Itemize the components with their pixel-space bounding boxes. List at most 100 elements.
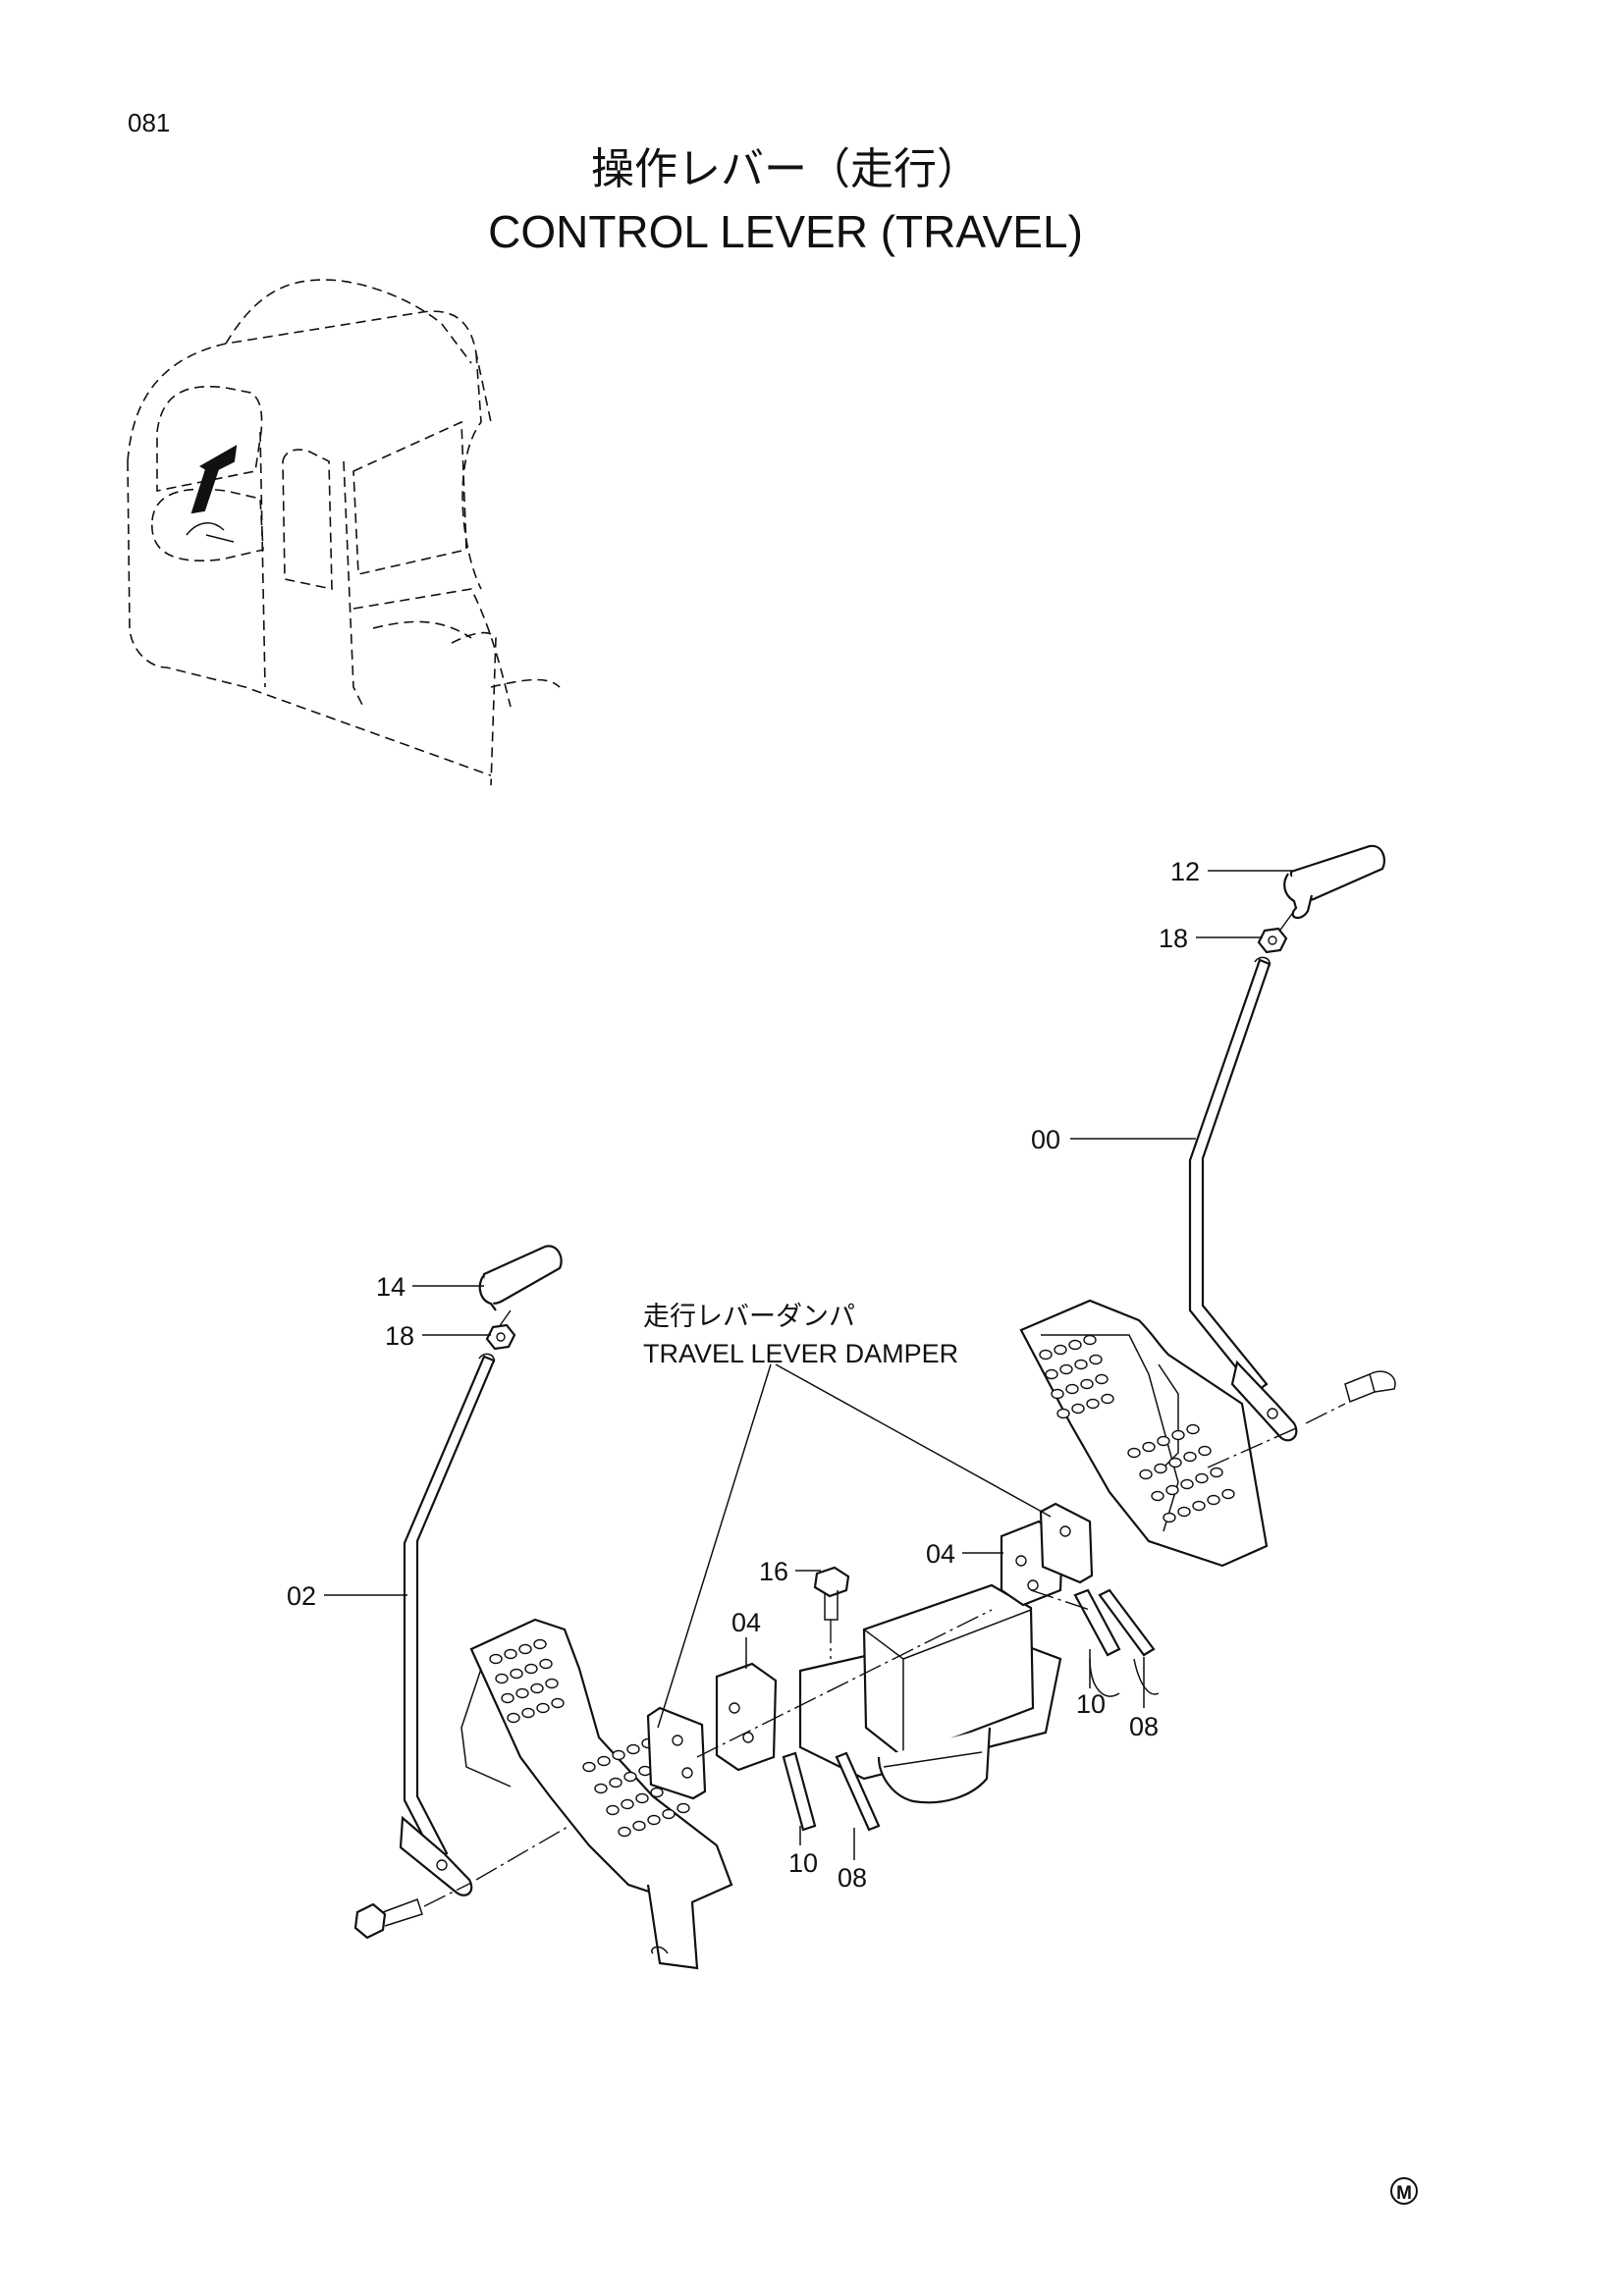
callout-16: 16: [759, 1557, 788, 1586]
pedal-hole: [676, 1802, 690, 1814]
pedal-hole: [530, 1682, 544, 1694]
right-knob: [1283, 844, 1386, 920]
damper-note-japanese: 走行レバーダンパ: [643, 1302, 855, 1332]
pedal-hole: [539, 1658, 553, 1670]
pedal-hole: [1039, 1349, 1053, 1361]
pedal-hole: [1065, 1383, 1079, 1395]
callout-08-right: 08: [1129, 1712, 1159, 1741]
pedal-hole: [1074, 1359, 1088, 1370]
damper-note-english: TRAVEL LEVER DAMPER: [643, 1339, 958, 1368]
pedal-hole: [501, 1692, 514, 1704]
pedal-hole: [650, 1787, 664, 1798]
pedal-hole: [623, 1771, 637, 1783]
callout-02: 02: [287, 1581, 316, 1611]
pedal-hole: [533, 1638, 547, 1650]
pedal-hole: [1045, 1368, 1058, 1380]
cab-locator-illustration: [127, 279, 561, 786]
pedal-hole: [597, 1755, 611, 1767]
travel-damper-assembly: [696, 1502, 1160, 1832]
pedal-hole: [606, 1804, 620, 1816]
leader-lines: [324, 870, 1294, 1860]
pedal-hole: [1221, 1488, 1235, 1500]
pedal-hole: [1059, 1363, 1073, 1375]
pedal-hole: [1180, 1478, 1194, 1490]
pedal-hole: [1177, 1506, 1191, 1518]
pedal-hole: [594, 1783, 608, 1794]
pedal-hole: [536, 1702, 550, 1714]
pedal-hole: [1142, 1441, 1156, 1453]
pedal-hole: [1198, 1445, 1212, 1457]
callout-00: 00: [1031, 1125, 1060, 1154]
pedal-hole: [1163, 1512, 1176, 1523]
right-lever-rod: [1188, 956, 1298, 1442]
left-pedal-holes: [489, 1638, 690, 1838]
pedal-hole: [1157, 1435, 1170, 1447]
right-bolt: [1344, 1370, 1396, 1404]
mark-letter: M: [1396, 2183, 1412, 2204]
pedal-hole: [1127, 1447, 1141, 1459]
pedal-hole: [1054, 1344, 1067, 1356]
callout-04-right: 04: [926, 1539, 955, 1569]
pedal-hole: [1154, 1463, 1167, 1474]
pedal-hole: [1068, 1339, 1082, 1351]
pedal-hole: [1210, 1467, 1223, 1478]
pedal-hole: [632, 1820, 646, 1832]
title-japanese: 操作レバー（走行）: [591, 144, 980, 194]
pedal-hole: [495, 1673, 509, 1684]
pedal-hole: [1080, 1378, 1094, 1390]
pedal-hole: [1086, 1398, 1100, 1410]
pedal-hole: [1056, 1408, 1070, 1419]
pedal-hole: [504, 1648, 517, 1660]
callout-04-left: 04: [731, 1608, 761, 1637]
right-lever-assembly: [1019, 844, 1396, 1568]
left-damper-block: [715, 1662, 778, 1772]
left-damper-bracket: [646, 1706, 707, 1800]
pedal-hole: [515, 1687, 529, 1699]
pedal-hole: [1095, 1373, 1109, 1385]
right-nut: [1257, 927, 1288, 954]
pedal-hole: [545, 1678, 559, 1689]
title-english: CONTROL LEVER (TRAVEL): [488, 206, 1083, 257]
callout-18-left: 18: [385, 1321, 414, 1351]
pedal-hole: [518, 1643, 532, 1655]
pedal-hole: [1168, 1457, 1182, 1468]
callout-labels: 12 18 00 14 18 02 16 04 04 10 08 10 08: [287, 857, 1200, 1893]
pedal-hole: [582, 1761, 596, 1773]
pedal-hole: [1071, 1403, 1085, 1415]
callout-10-left: 10: [788, 1848, 818, 1878]
pedal-hole: [612, 1749, 625, 1761]
pedal-hole: [1089, 1354, 1103, 1365]
manufacturer-mark: M: [1390, 2177, 1418, 2205]
pedal-hole: [1151, 1490, 1164, 1502]
left-knob: [478, 1245, 563, 1311]
pedal-hole: [1192, 1500, 1206, 1512]
pedal-hole: [1139, 1468, 1153, 1480]
callout-14: 14: [376, 1272, 406, 1302]
pedal-hole: [1195, 1472, 1209, 1484]
pedal-hole: [1083, 1334, 1097, 1346]
left-bolt: [353, 1898, 423, 1940]
pedal-hole: [521, 1707, 535, 1719]
right-pedal-holes: [1039, 1334, 1235, 1523]
left-lever-assembly: [353, 1245, 733, 1970]
pedal-hole: [618, 1826, 631, 1838]
pedal-hole: [510, 1668, 523, 1680]
callout-08-left: 08: [838, 1863, 867, 1893]
pedal-hole: [507, 1712, 520, 1724]
center-bolt: [813, 1566, 850, 1621]
pedal-hole: [1207, 1494, 1220, 1506]
pedal-hole: [1165, 1484, 1179, 1496]
callout-18-right: 18: [1159, 924, 1188, 953]
callout-12: 12: [1170, 857, 1200, 886]
pedal-hole: [662, 1808, 676, 1820]
pedal-hole: [1171, 1429, 1185, 1441]
pedal-hole: [1183, 1451, 1197, 1463]
pedal-hole: [551, 1697, 565, 1709]
pedal-hole: [1186, 1423, 1200, 1435]
left-nut: [485, 1323, 516, 1351]
pedal-hole: [635, 1792, 649, 1804]
pedal-hole: [524, 1663, 538, 1675]
pedal-hole: [626, 1743, 640, 1755]
pedal-hole: [1101, 1393, 1114, 1405]
